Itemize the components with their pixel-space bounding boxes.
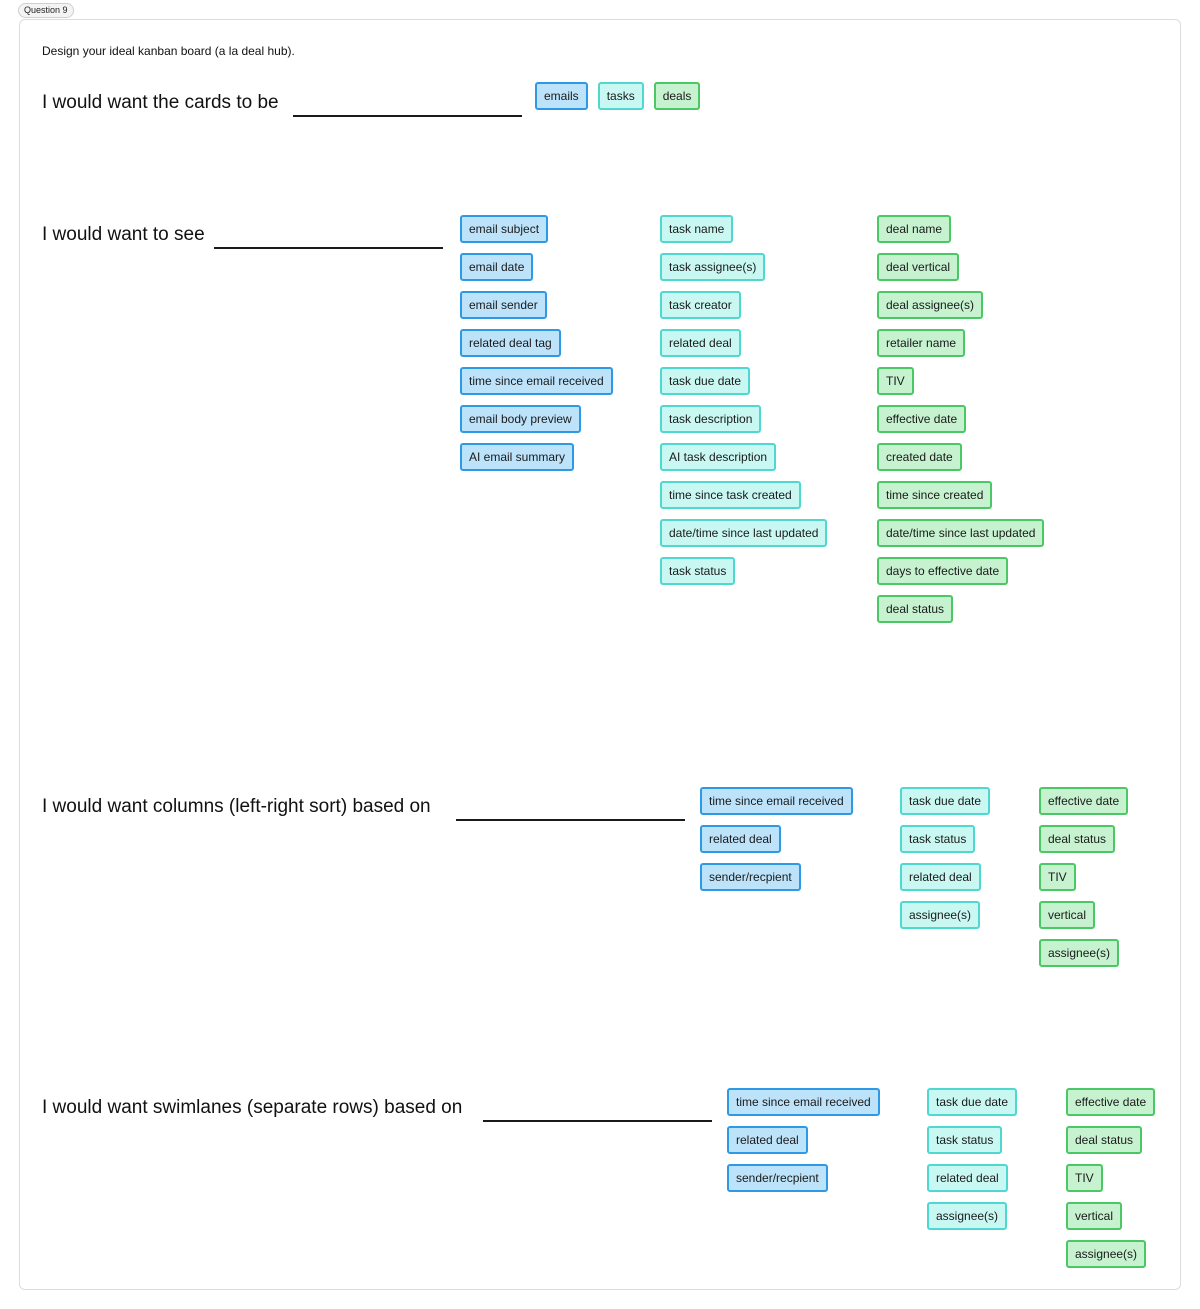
see-task-chip-related-deal[interactable]: related deal [660,329,741,357]
see-task-chip-task-creator[interactable]: task creator [660,291,741,319]
swimlanes-deal-chip-effective-date[interactable]: effective date [1066,1088,1156,1116]
see-email-options: email subject email date email sender relat… [460,215,613,471]
see-deal-chip-deal-status[interactable]: deal status [877,595,954,623]
columns-deal-chip-tiv[interactable]: TIV [1039,863,1076,891]
swimlanes-email-options: time since email received related deal sen… [727,1088,880,1192]
question-intro: Design your ideal kanban board (a la dea… [42,44,295,58]
cards-drop-blank[interactable] [293,115,522,117]
card-option-emails[interactable]: emails [535,82,588,110]
see-deal-chip-deal-vertical[interactable]: deal vertical [877,253,960,281]
see-email-chip-email-body-preview[interactable]: email body preview [460,405,581,433]
see-task-chip-task-due-date[interactable]: task due date [660,367,751,395]
see-deal-chip-days-to-effective-date[interactable]: days to effective date [877,557,1009,585]
columns-email-chip-time-since-email-received[interactable]: time since email received [700,787,853,815]
columns-email-options: time since email received related deal sen… [700,787,853,891]
columns-task-chip-task-due-date[interactable]: task due date [900,787,991,815]
swimlanes-email-chip-sender-recpient[interactable]: sender/recpient [727,1164,828,1192]
see-task-chip-task-description[interactable]: task description [660,405,762,433]
swimlanes-email-chip-related-deal[interactable]: related deal [727,1126,808,1154]
swimlanes-task-options: task due date task status related deal assi… [927,1088,1018,1230]
see-deal-chip-time-since-created[interactable]: time since created [877,481,993,509]
columns-email-chip-related-deal[interactable]: related deal [700,825,781,853]
see-deal-chip-created-date[interactable]: created date [877,443,962,471]
columns-deal-chip-deal-status[interactable]: deal status [1039,825,1116,853]
see-task-chip-task-name[interactable]: task name [660,215,734,243]
see-task-chip-time-since-task-created[interactable]: time since task created [660,481,801,509]
see-deal-chip-effective-date[interactable]: effective date [877,405,967,433]
question-panel [19,19,1181,1290]
swimlanes-task-chip-task-status[interactable]: task status [927,1126,1003,1154]
columns-deal-chip-effective-date[interactable]: effective date [1039,787,1129,815]
see-email-chip-related-deal-tag[interactable]: related deal tag [460,329,561,357]
columns-prompt: I would want columns (left-right sort) b… [42,796,431,817]
columns-email-chip-sender-recpient[interactable]: sender/recpient [700,863,801,891]
swimlanes-task-chip-assignee-s[interactable]: assignee(s) [927,1202,1008,1230]
card-option-deals[interactable]: deals [653,82,701,110]
see-task-chip-task-assignee-s[interactable]: task assignee(s) [660,253,766,281]
swimlanes-deal-chip-assignee-s[interactable]: assignee(s) [1066,1240,1147,1268]
swimlanes-task-chip-related-deal[interactable]: related deal [927,1164,1008,1192]
card-option-tasks[interactable]: tasks [597,82,644,110]
see-prompt: I would want to see [42,224,205,245]
see-drop-blank[interactable] [214,247,443,249]
see-deal-chip-tiv[interactable]: TIV [877,367,914,395]
cards-options: emails tasks deals [535,82,701,110]
columns-deal-chip-assignee-s[interactable]: assignee(s) [1039,939,1120,967]
columns-task-chip-assignee-s[interactable]: assignee(s) [900,901,981,929]
swimlanes-task-chip-task-due-date[interactable]: task due date [927,1088,1018,1116]
columns-drop-blank[interactable] [456,819,685,821]
see-deal-chip-retailer-name[interactable]: retailer name [877,329,966,357]
see-email-chip-email-subject[interactable]: email subject [460,215,549,243]
see-task-chip-date-time-since-last-updated[interactable]: date/time since last updated [660,519,828,547]
see-deal-chip-deal-name[interactable]: deal name [877,215,952,243]
question-badge: Question 9 [18,3,74,18]
see-email-chip-email-date[interactable]: email date [460,253,534,281]
swimlanes-deal-chip-vertical[interactable]: vertical [1066,1202,1123,1230]
swimlanes-prompt: I would want swimlanes (separate rows) b… [42,1097,463,1118]
columns-deal-chip-vertical[interactable]: vertical [1039,901,1096,929]
see-deal-chip-date-time-since-last-updated[interactable]: date/time since last updated [877,519,1045,547]
see-email-chip-email-sender[interactable]: email sender [460,291,547,319]
swimlanes-deal-chip-tiv[interactable]: TIV [1066,1164,1103,1192]
columns-task-options: task due date task status related deal assi… [900,787,991,929]
see-task-chip-task-status[interactable]: task status [660,557,736,585]
columns-task-chip-task-status[interactable]: task status [900,825,976,853]
see-email-chip-time-since-email-received[interactable]: time since email received [460,367,613,395]
see-deal-options: deal name deal vertical deal assignee(s) re… [877,215,1045,623]
swimlanes-deal-chip-deal-status[interactable]: deal status [1066,1126,1143,1154]
swimlanes-drop-blank[interactable] [483,1120,712,1122]
see-task-options: task name task assignee(s) task creator rel… [660,215,828,585]
swimlanes-email-chip-time-since-email-received[interactable]: time since email received [727,1088,880,1116]
columns-task-chip-related-deal[interactable]: related deal [900,863,981,891]
cards-prompt: I would want the cards to be [42,92,279,113]
see-task-chip-ai-task-description[interactable]: AI task description [660,443,777,471]
see-email-chip-ai-email-summary[interactable]: AI email summary [460,443,575,471]
see-deal-chip-deal-assignee-s[interactable]: deal assignee(s) [877,291,984,319]
